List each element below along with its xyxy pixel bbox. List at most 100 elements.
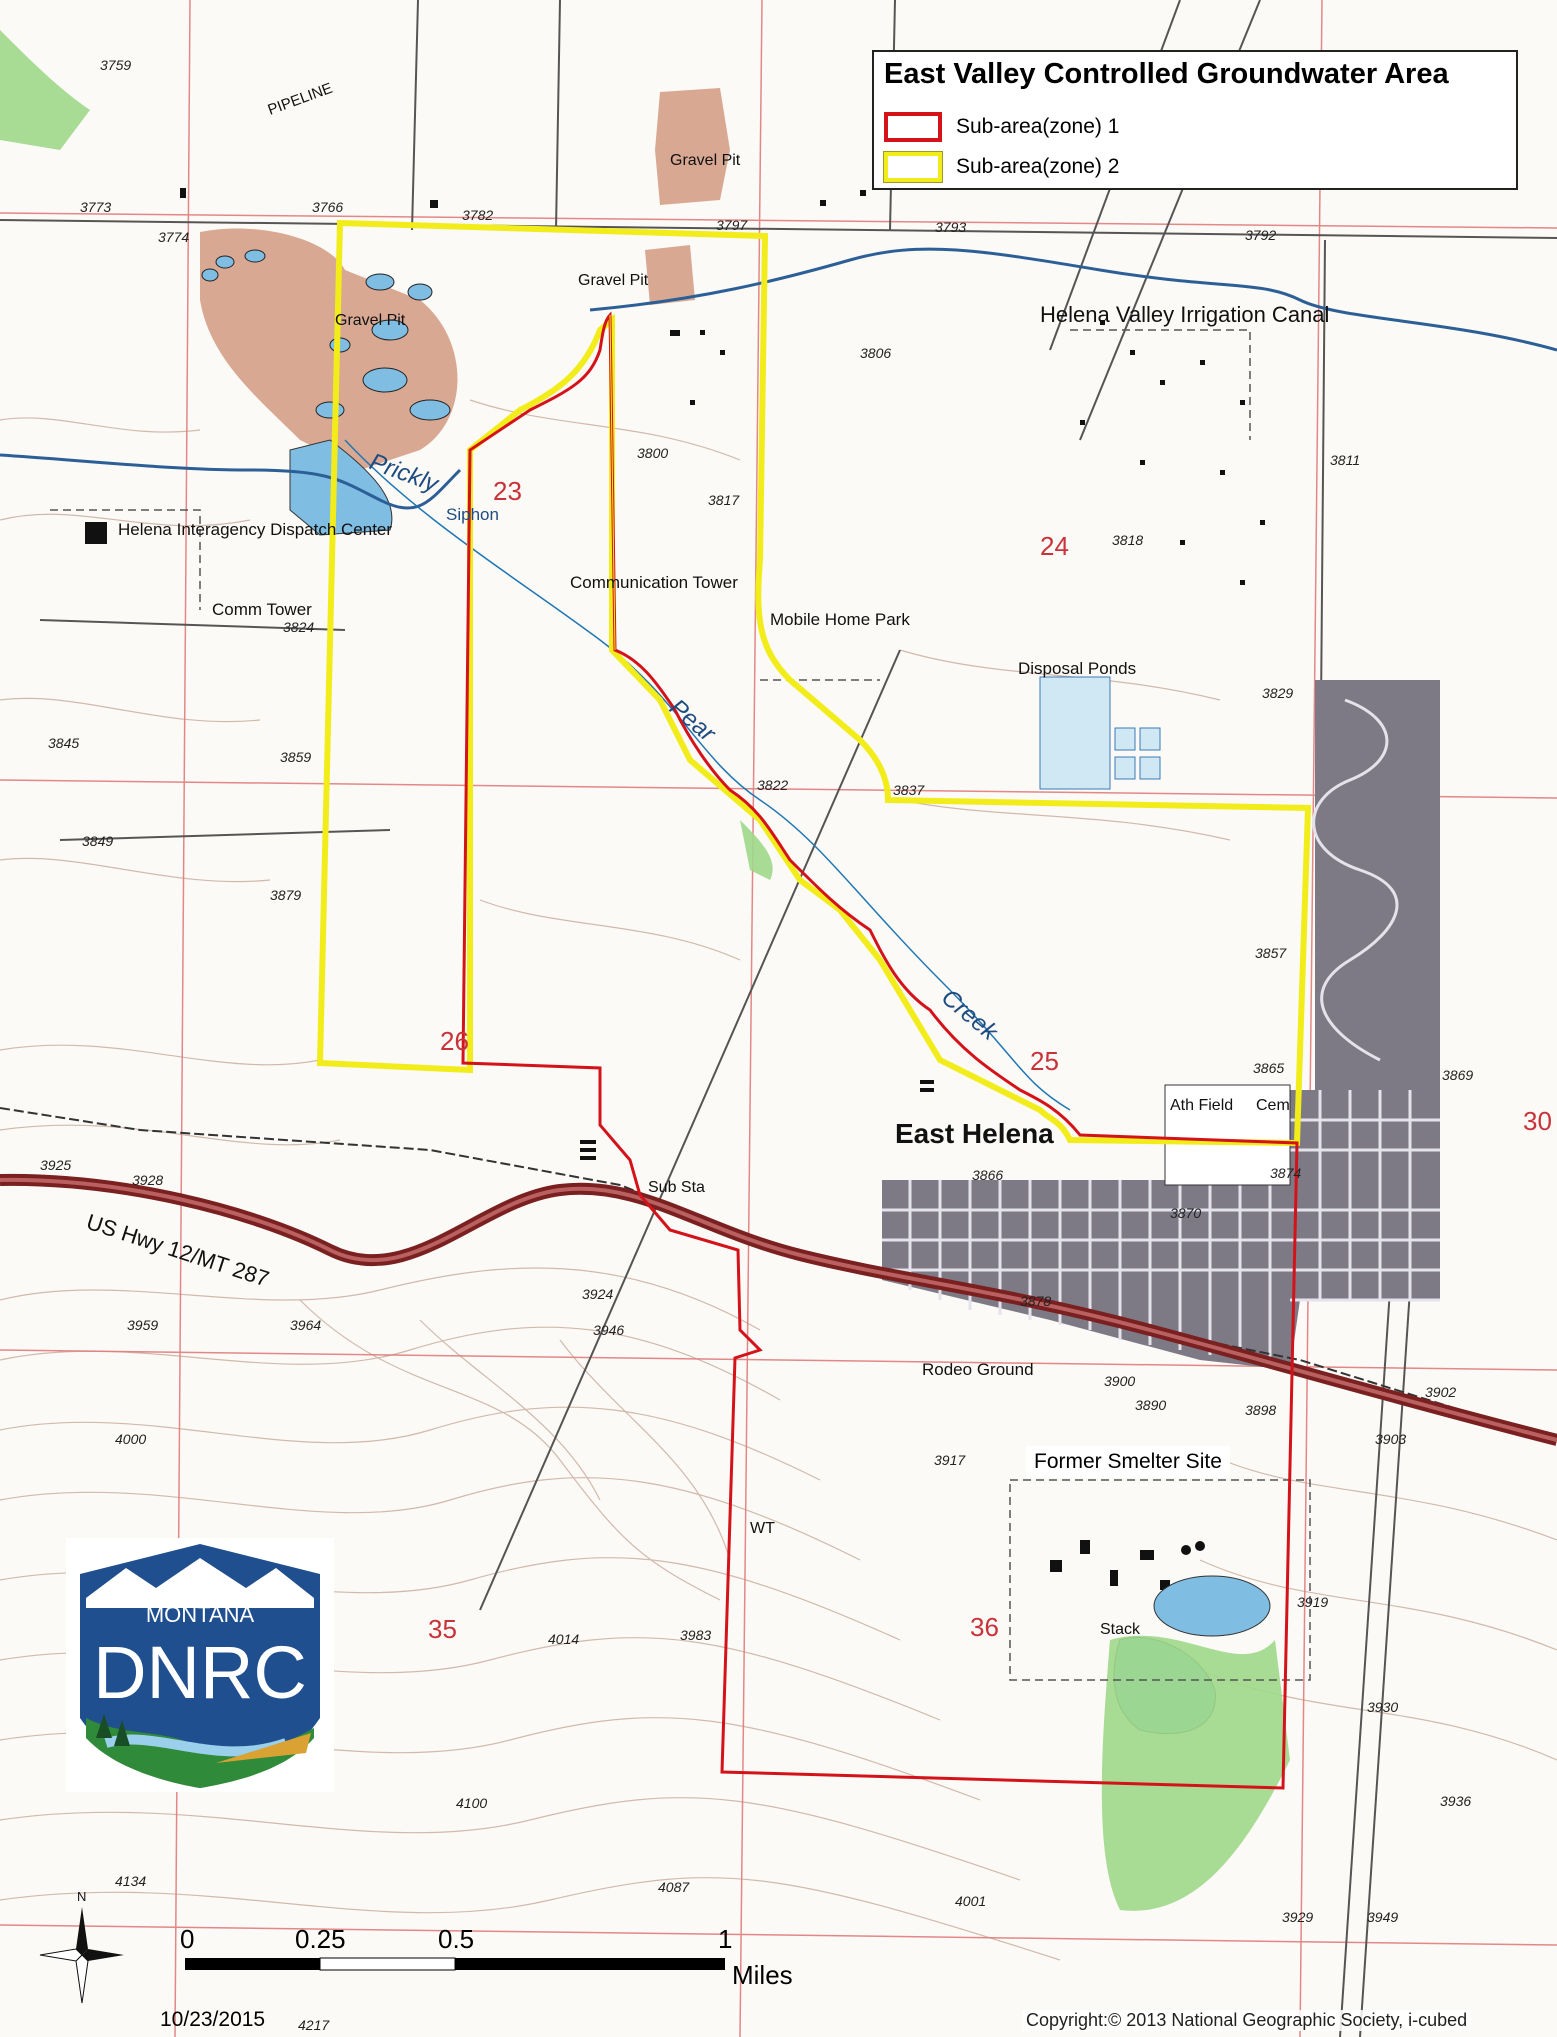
scale-tick-05: 0.5 — [438, 1924, 474, 1954]
elev: 3928 — [132, 1172, 163, 1188]
elev: 3859 — [280, 749, 311, 765]
disposal-ponds-label: Disposal Ponds — [1018, 659, 1136, 678]
wt-label: WT — [750, 1520, 775, 1537]
elev: 3936 — [1440, 1793, 1471, 1809]
elev: 3964 — [290, 1317, 321, 1333]
elev: 3983 — [680, 1627, 711, 1643]
north-arrow-icon: N — [39, 1889, 124, 2004]
ath-field-label: Ath Field — [1170, 1097, 1233, 1114]
elev: 3773 — [80, 199, 111, 215]
elev: 4014 — [548, 1631, 579, 1647]
zone1-boundary — [461, 311, 1299, 1790]
elev: 3829 — [1262, 685, 1293, 701]
elev: 3857 — [1255, 945, 1287, 961]
elev: 3946 — [593, 1322, 624, 1338]
gravel-pits — [200, 88, 730, 470]
elev: 3898 — [1245, 1402, 1276, 1418]
elev: 3817 — [708, 492, 740, 508]
legend-label-zone1: Sub-area(zone) 1 — [956, 115, 1120, 138]
logo-line2: DNRC — [93, 1631, 307, 1714]
elev: 3903 — [1375, 1431, 1406, 1447]
elev: 3782 — [462, 207, 493, 223]
elev: 4217 — [298, 2017, 330, 2033]
canal-label: Helena Valley Irrigation Canal — [1040, 302, 1329, 327]
elev: 4087 — [658, 1879, 690, 1895]
dashed-boundaries — [50, 329, 1311, 1681]
elev: 3811 — [1330, 452, 1360, 468]
elev: 3924 — [582, 1286, 613, 1302]
elev: 3874 — [1270, 1165, 1301, 1181]
elev: 3865 — [1253, 1060, 1284, 1076]
copyright: Copyright:© 2013 National Geographic Soc… — [1022, 2010, 1472, 2031]
creek-line — [344, 439, 1071, 1111]
elev: 3866 — [972, 1167, 1003, 1183]
elev: 3797 — [716, 217, 748, 233]
section-26: 26 — [440, 1026, 469, 1056]
elev: 3845 — [48, 735, 79, 751]
elev: 3900 — [1104, 1373, 1135, 1389]
elev: 4134 — [115, 1873, 146, 1889]
elev: 3869 — [1442, 1067, 1473, 1083]
scale-tick-1: 1 — [718, 1924, 732, 1954]
north-arrow-label: N — [77, 1889, 86, 1904]
highway — [0, 1173, 1557, 1446]
scale-tick-025: 0.25 — [295, 1924, 346, 1954]
cem-label: Cem — [1256, 1097, 1290, 1114]
zone2-boundary — [316, 219, 1312, 1147]
zone2-swatch — [883, 151, 943, 183]
section-23: 23 — [493, 476, 522, 506]
sub-sta-label: Sub Sta — [648, 1179, 705, 1196]
comm-tower-label-2: Communication Tower — [570, 573, 738, 592]
legend-item-zone1: Sub-area(zone) 1 — [884, 110, 1119, 144]
dnrc-logo: MONTANA DNRC — [66, 1538, 334, 1792]
gravel-ponds — [201, 249, 451, 421]
comm-tower-label-1: Comm Tower — [212, 600, 312, 619]
legend-item-zone2: Sub-area(zone) 2 — [883, 150, 1120, 184]
elev: 3959 — [127, 1317, 158, 1333]
section-36: 36 — [970, 1612, 999, 1642]
scale-unit: Miles — [732, 1960, 793, 1990]
legend-label-zone2: Sub-area(zone) 2 — [956, 155, 1120, 178]
elevation-labels: 3759 3766 3774 3773 3782 3797 3793 3792 … — [40, 57, 1473, 2033]
elev: 3759 — [100, 57, 131, 73]
elev: 3806 — [860, 345, 891, 361]
dnrc-shield-icon: MONTANA DNRC — [80, 1544, 320, 1788]
elev: 3792 — [1245, 227, 1276, 243]
elev: 3766 — [312, 199, 343, 215]
elev: 3929 — [1282, 1909, 1313, 1925]
elev: 4100 — [456, 1795, 487, 1811]
vegetation — [0, 30, 1290, 1911]
elev: 3949 — [1367, 1909, 1398, 1925]
section-24: 24 — [1040, 531, 1069, 561]
elev: 3902 — [1425, 1384, 1456, 1400]
section-numbers: 23 24 25 26 35 36 30 — [428, 476, 1552, 1644]
elev: 3774 — [158, 229, 189, 245]
gravel-pit-label-3: Gravel Pit — [335, 312, 406, 329]
elev: 4000 — [115, 1431, 146, 1447]
siphon-label: Siphon — [446, 505, 499, 524]
section-35: 35 — [428, 1614, 457, 1644]
logo-line1: MONTANA — [146, 1602, 255, 1627]
elev: 3818 — [1112, 532, 1143, 548]
town-label: East Helena — [895, 1118, 1054, 1149]
gravel-pit-label-1: Gravel Pit — [670, 152, 741, 169]
elev: 3917 — [934, 1452, 966, 1468]
elev: 3837 — [893, 782, 925, 798]
map-date: 10/23/2015 — [160, 2008, 266, 2031]
section-25: 25 — [1030, 1046, 1059, 1076]
elev: 3919 — [1297, 1594, 1328, 1610]
elev: 3822 — [757, 777, 788, 793]
rodeo-label: Rodeo Ground — [922, 1360, 1034, 1379]
smelter-callout: Former Smelter Site — [1026, 1446, 1230, 1478]
scale-tick-0: 0 — [180, 1924, 194, 1954]
elev: 3824 — [283, 619, 314, 635]
scale-bar: 0 0.25 0.5 1 Miles — [180, 1910, 880, 2005]
elev: 3849 — [82, 833, 113, 849]
legend-title: East Valley Controlled Groundwater Area — [884, 58, 1449, 90]
elev: 3870 — [1170, 1205, 1201, 1221]
map-legend: East Valley Controlled Groundwater Area … — [872, 50, 1518, 190]
elev: 4001 — [955, 1893, 986, 1909]
elev: 3930 — [1367, 1699, 1398, 1715]
elev: 3890 — [1135, 1397, 1166, 1413]
